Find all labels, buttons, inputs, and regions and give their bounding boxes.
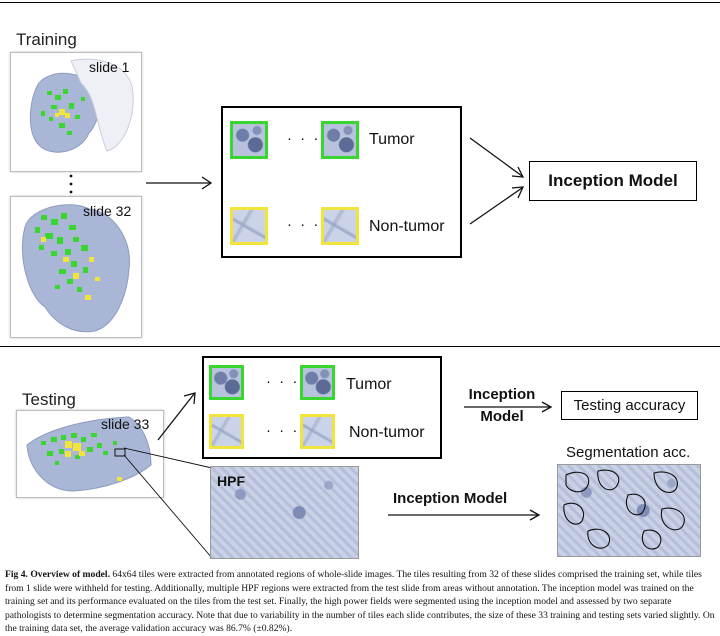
testing-accuracy-box: Testing accuracy: [561, 391, 698, 420]
testing-title: Testing: [22, 390, 76, 409]
slide-33-tissue: [26, 416, 152, 492]
training-model-label: Inception Model: [548, 171, 678, 190]
hpf-model-label: Inception Model: [393, 490, 508, 507]
testing-model-label-line1: Inception: [468, 386, 536, 403]
arrow-diagonal-icon: [468, 134, 528, 239]
top-rule: [0, 2, 720, 3]
caption-heading: Overview of model.: [30, 569, 110, 580]
nontumor-tile-last: [321, 207, 359, 245]
caption-text: 64x64 tiles were extracted from annotate…: [5, 569, 715, 634]
vertical-ellipsis-icon: [69, 174, 73, 194]
slide-1-tissue: [29, 58, 134, 153]
test-nontumor-label: Non-tumor: [349, 424, 425, 441]
testing-tile-box: · · · Tumor · · · Non-tumor: [202, 356, 442, 459]
testing-slide-33: slide 33: [16, 410, 164, 498]
training-slide-32: slide 32: [10, 196, 142, 338]
slide-32-label: slide 32: [83, 203, 132, 219]
nontumor-ellipsis: · · ·: [287, 216, 321, 233]
nontumor-label: Non-tumor: [369, 218, 445, 235]
test-tumor-label: Tumor: [346, 376, 392, 393]
section-divider: [0, 346, 720, 347]
segmentation-label: Segmentation acc.: [566, 444, 691, 461]
figure-caption: Fig 4. Overview of model. 64x64 tiles we…: [5, 568, 715, 636]
testing-model-label-line2: Model: [480, 408, 524, 425]
hpf-label: HPF: [217, 473, 245, 489]
segmentation-contours: [563, 469, 685, 550]
test-nontumor-tile-last: [300, 414, 335, 449]
tumor-tile-first: [230, 121, 268, 159]
segmentation-image: [557, 464, 701, 557]
arrow-right-icon: [146, 176, 214, 195]
tumor-ellipsis: · · ·: [287, 130, 321, 147]
slide-1-label: slide 1: [89, 59, 130, 75]
training-title: Training: [16, 30, 77, 49]
test-tumor-ellipsis: · · ·: [266, 373, 300, 390]
tumor-tile-last: [321, 121, 359, 159]
testing-accuracy-label: Testing accuracy: [573, 397, 686, 414]
hpf-model-arrow-icon: [386, 508, 542, 526]
test-tumor-tile-last: [300, 365, 335, 400]
training-slide-1: slide 1: [10, 52, 142, 172]
slide-33-label: slide 33: [101, 416, 150, 432]
test-nontumor-ellipsis: · · ·: [266, 422, 300, 439]
caption-fig-number: Fig 4.: [5, 569, 28, 580]
test-nontumor-tile-first: [209, 414, 244, 449]
zoom-lines: [118, 446, 218, 566]
training-tile-box: · · · Tumor · · · Non-tumor: [221, 106, 462, 258]
testing-arrow-diagonal-icon: [156, 390, 198, 447]
hpf-image: HPF: [210, 466, 359, 559]
test-tumor-tile-first: [209, 365, 244, 400]
slide-32-tissue: [21, 204, 130, 333]
nontumor-tile-first: [230, 207, 268, 245]
tumor-label: Tumor: [369, 131, 415, 148]
training-inception-model-box: Inception Model: [529, 161, 697, 201]
testing-model-arrow-icon: [462, 400, 554, 418]
